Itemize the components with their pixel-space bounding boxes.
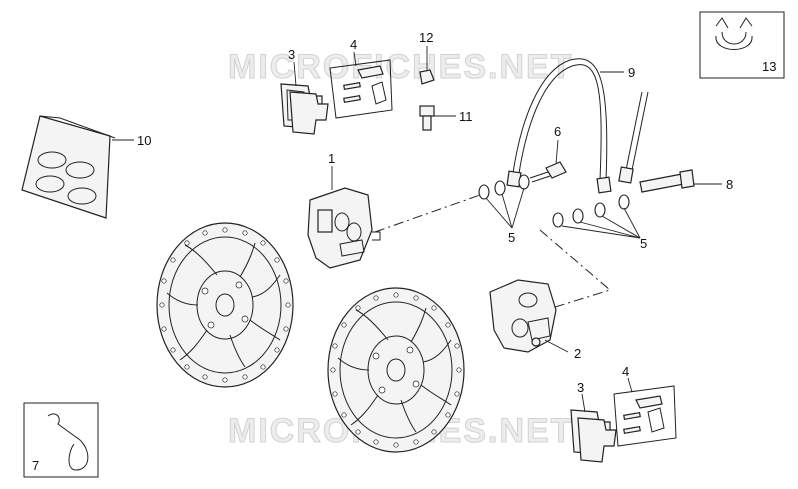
spring-clip-icon xyxy=(47,413,89,471)
callout-10: 10 xyxy=(137,133,151,148)
callout-13: 13 xyxy=(762,59,776,74)
callout-3-top: 3 xyxy=(288,47,295,62)
callout-9: 9 xyxy=(628,65,635,80)
callout-4-top: 4 xyxy=(350,37,357,52)
callout-5-left: 5 xyxy=(508,230,515,245)
assembly-line xyxy=(374,194,481,233)
callout-7: 7 xyxy=(32,458,39,473)
part-7-frame xyxy=(23,402,99,478)
callout-2: 2 xyxy=(574,346,581,361)
callout-5-right: 5 xyxy=(640,236,647,251)
part-13-frame xyxy=(699,11,785,79)
brake-pad-icon xyxy=(280,83,329,135)
callout-6: 6 xyxy=(554,124,561,139)
brake-caliper-icon xyxy=(489,279,557,353)
callout-8: 8 xyxy=(726,177,733,192)
callout-12: 12 xyxy=(419,30,433,45)
brake-hose-icon xyxy=(506,58,612,194)
pad-fixing-kit-icon xyxy=(613,385,677,447)
brake-pad-icon xyxy=(570,409,617,463)
pad-fixing-kit-icon xyxy=(329,59,393,119)
bleed-valve-icon xyxy=(419,105,435,131)
washer-icon xyxy=(478,174,630,228)
leader-lines xyxy=(112,46,722,413)
brake-disc-icon xyxy=(156,222,294,388)
watermark-top: MICROFICHES.NET xyxy=(228,48,573,86)
hose-clip-icon xyxy=(715,17,753,50)
brake-caliper-icon xyxy=(307,187,381,269)
brake-disc-icon xyxy=(327,287,465,453)
callout-1: 1 xyxy=(328,151,335,166)
bolt-icon xyxy=(529,161,567,183)
callout-3-bottom: 3 xyxy=(577,380,584,395)
pad-kit-package-icon xyxy=(21,115,116,219)
bolt-icon xyxy=(639,169,695,193)
brake-hose-icon xyxy=(618,91,649,184)
bleed-cap-icon xyxy=(419,69,435,85)
callout-4-bottom: 4 xyxy=(622,364,629,379)
callout-11: 11 xyxy=(459,109,473,124)
